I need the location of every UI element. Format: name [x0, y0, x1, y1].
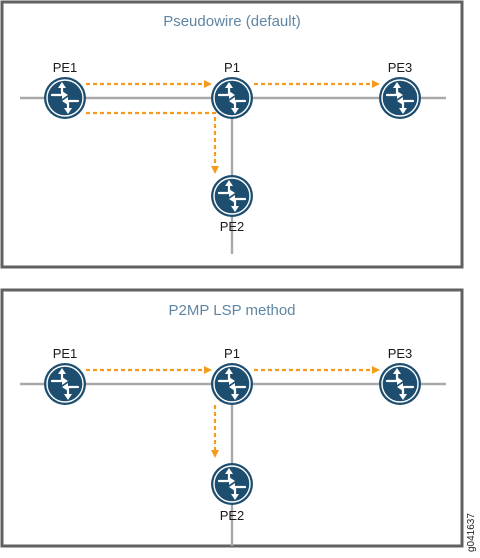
node-label-p1: P1: [224, 346, 240, 361]
panel-title: Pseudowire (default): [163, 13, 301, 30]
node-label-pe3: PE3: [388, 60, 413, 75]
node-label-pe1: PE1: [53, 60, 78, 75]
router-icon: [209, 75, 255, 121]
panel-p2mp-lsp: P2MP LSP method PE1 P1 PE3 PE2: [0, 288, 464, 548]
node-label-pe1: PE1: [53, 346, 78, 361]
router-icon: [377, 361, 423, 407]
router-icon: [209, 361, 255, 407]
router-icon: [377, 75, 423, 121]
panel-title: P2MP LSP method: [168, 302, 295, 319]
panel-pseudowire: Pseudowire (default) PE1 P1 PE3 PE2: [0, 0, 464, 269]
node-label-p1: P1: [224, 60, 240, 75]
node-label-pe2: PE2: [220, 219, 245, 234]
router-icon: [209, 461, 255, 507]
path-pe1-pe2: [86, 111, 219, 174]
router-icon: [42, 75, 88, 121]
node-label-pe2: PE2: [220, 508, 245, 523]
router-icon: [209, 173, 255, 219]
router-icon: [42, 361, 88, 407]
figure-id: g041637: [466, 513, 477, 552]
node-label-pe3: PE3: [388, 346, 413, 361]
